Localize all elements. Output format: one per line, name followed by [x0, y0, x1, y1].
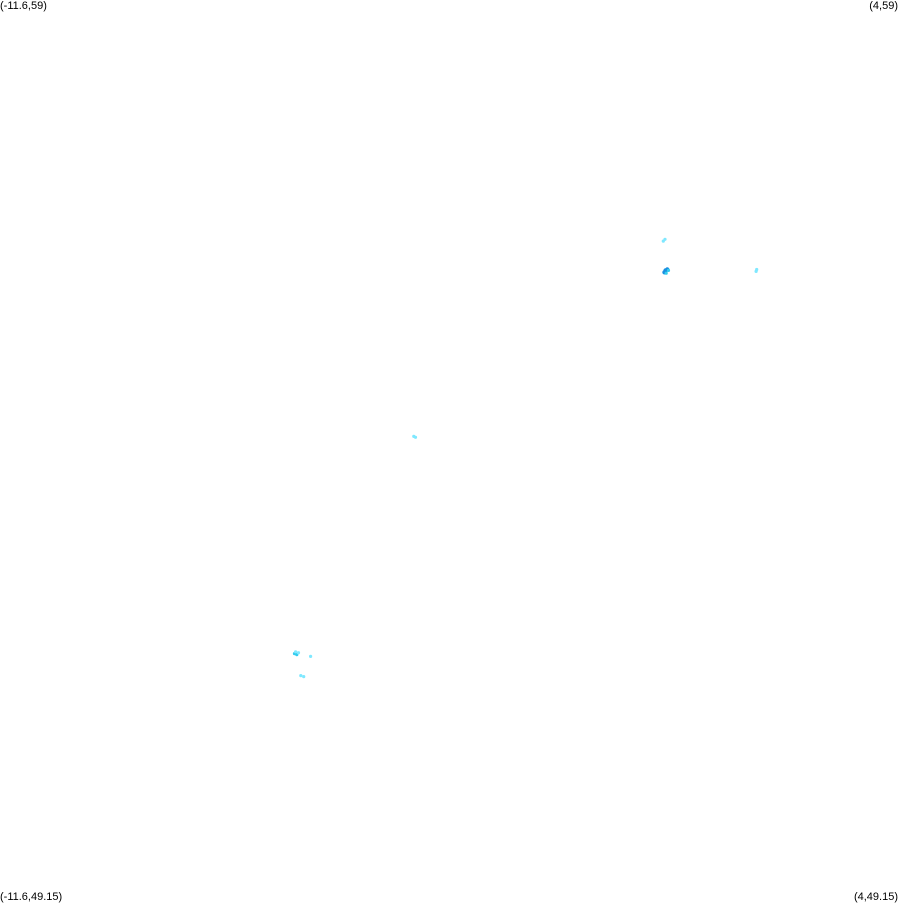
- map-point: [302, 675, 306, 679]
- corner-label-bottom-left: (-11.6,49.15): [0, 891, 63, 903]
- map-point: [296, 651, 301, 655]
- map-point: [299, 674, 303, 678]
- map-point: [309, 654, 313, 659]
- corner-label-top-left: (-11.6,59): [0, 0, 47, 12]
- map-point: [413, 435, 418, 439]
- corner-label-bottom-right: (4,49.15): [853, 891, 898, 903]
- map-point: [663, 237, 667, 241]
- map-point: [666, 268, 671, 272]
- corner-label-top-right: (4,59): [869, 0, 898, 12]
- map-point: [664, 271, 668, 275]
- map-point: [755, 267, 759, 272]
- map-point: [294, 650, 298, 654]
